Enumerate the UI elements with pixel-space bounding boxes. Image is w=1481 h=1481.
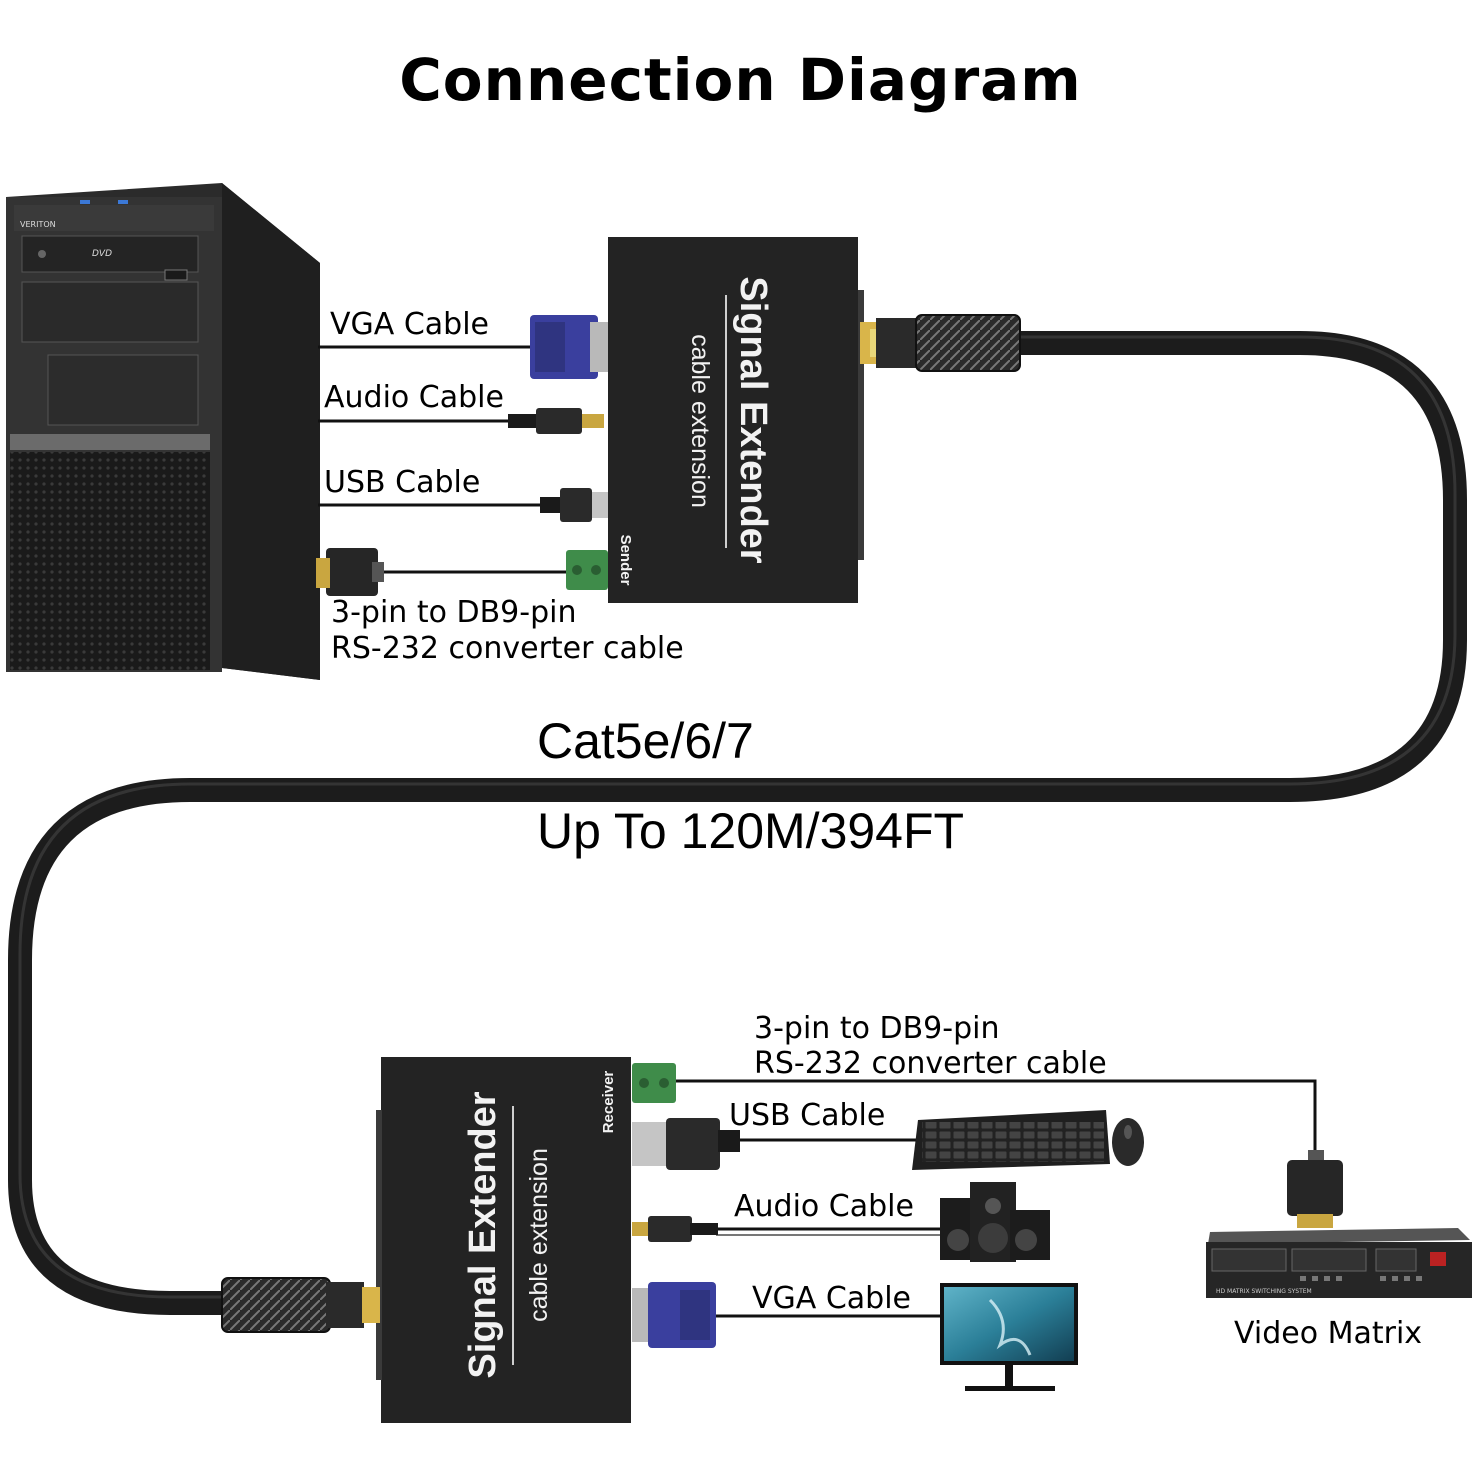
cat-cable	[8, 331, 1467, 1315]
receiver-usb-plug-icon	[632, 1118, 740, 1170]
sender-title: Signal Extender	[732, 276, 774, 564]
receiver-subtitle: cable extension	[525, 1148, 553, 1322]
receiver-role: Receiver	[600, 1070, 617, 1134]
sender-rs232-label-1: 3-pin to DB9-pin	[331, 595, 577, 630]
receiver-terminal-block-icon	[632, 1063, 676, 1103]
sender-box	[608, 237, 858, 603]
video-matrix-icon	[1206, 1228, 1472, 1298]
computer-tower-icon	[6, 183, 320, 680]
computer-brand: VERITON	[20, 220, 56, 229]
sender-vga-plug-icon	[530, 315, 608, 379]
sender-db9-connector-icon	[316, 548, 384, 596]
page-title: Connection Diagram	[399, 46, 1082, 114]
sender-subtitle: cable extension	[686, 334, 714, 508]
receiver-rj45-connector-icon	[221, 1277, 380, 1333]
keyboard-icon	[912, 1110, 1110, 1170]
sender-audio-jack-icon	[508, 408, 604, 434]
receiver-usb-label: USB Cable	[729, 1098, 886, 1133]
sender-rs232-label-2: RS-232 converter cable	[331, 631, 684, 666]
receiver-cables	[676, 1079, 1317, 1318]
matrix-db9-connector-icon	[1287, 1150, 1343, 1228]
sender-usb-plug-icon	[540, 488, 608, 522]
sender-audio-label: Audio Cable	[324, 380, 504, 415]
receiver-vga-plug-icon	[632, 1282, 716, 1348]
sender-rj45-connector-icon	[860, 314, 1021, 372]
receiver-rs232-label-1: 3-pin to DB9-pin	[754, 1011, 1000, 1046]
distance-label: Up To 120M/394FT	[537, 803, 965, 859]
sender-role: Sender	[617, 534, 634, 586]
mouse-icon	[1112, 1118, 1144, 1166]
drive-label: DVD	[92, 249, 112, 259]
receiver-title: Signal Extender	[462, 1091, 504, 1379]
matrix-panel-text: HD MATRIX SWITCHING SYSTEM	[1216, 1288, 1312, 1295]
sender-vga-label: VGA Cable	[330, 307, 489, 342]
sender-cables	[318, 345, 568, 574]
sender-usb-label: USB Cable	[324, 465, 481, 500]
monitor-icon	[940, 1283, 1078, 1391]
receiver-rs232-label-2: RS-232 converter cable	[754, 1046, 1107, 1081]
speakers-icon	[940, 1182, 1050, 1262]
receiver-audio-jack-icon	[632, 1216, 718, 1242]
receiver-vga-label: VGA Cable	[752, 1281, 911, 1316]
cable-type-label: Cat5e/6/7	[537, 713, 754, 769]
receiver-audio-label: Audio Cable	[734, 1189, 914, 1224]
receiver-box	[381, 1057, 631, 1423]
video-matrix-label: Video Matrix	[1234, 1316, 1423, 1351]
sender-terminal-block-icon	[566, 550, 608, 590]
